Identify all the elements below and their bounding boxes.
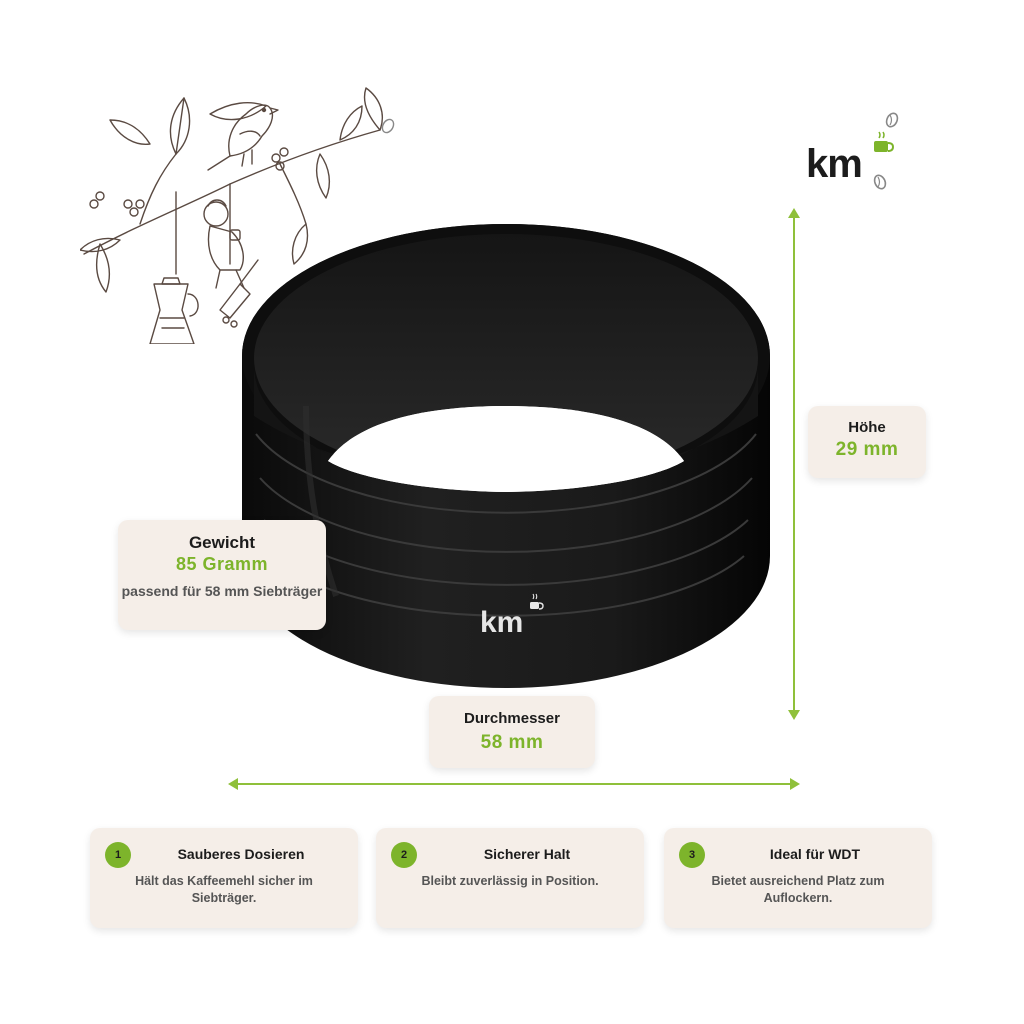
feature-number-badge: 1 [105, 842, 131, 868]
feature-description: Hält das Kaffeemehl sicher im Siebträger… [135, 874, 313, 905]
portafilter-fit-note: passend für 58 mm Siebträger [121, 583, 323, 599]
height-label: Höhe [848, 419, 886, 436]
brand-logo: km [806, 108, 906, 198]
feature-title: Ideal für WDT [769, 846, 861, 862]
coffee-branch-illustration [80, 87, 395, 344]
feature-card: 1 Sauberes Dosieren Hält das Kaffeemehl … [90, 828, 358, 928]
weight-value: 85 Gramm [175, 554, 269, 574]
feature-description: Bleibt zuverlässig in Position. [421, 874, 599, 888]
height-spec-card: Höhe 29 mm [808, 406, 926, 478]
feature-number-badge: 3 [679, 842, 705, 868]
diameter-value: 58 mm [480, 732, 544, 753]
dosing-ring-image: km [242, 224, 770, 688]
weight-spec-card: Gewicht 85 Gramm passend für 58 mm Siebt… [118, 520, 326, 630]
logo-text: km [806, 142, 863, 186]
feature-title: Sicherer Halt [483, 846, 571, 862]
coffee-cup-beans-icon [873, 112, 899, 190]
feature-card: 3 Ideal für WDT Bietet ausreichend Platz… [664, 828, 932, 928]
diameter-label: Durchmesser [464, 710, 560, 727]
feature-card: 2 Sicherer Halt Bleibt zuverlässig in Po… [376, 828, 644, 928]
diameter-dimension-arrow [228, 778, 800, 790]
ring-engraving: km [480, 606, 523, 639]
ring-cup-icon [530, 593, 544, 610]
feature-number-badge: 2 [391, 842, 417, 868]
height-value: 29 mm [835, 439, 899, 460]
feature-description: Bietet ausreichend Platz zum Auflockern. [711, 874, 885, 905]
weight-label: Gewicht [188, 533, 256, 552]
diameter-spec-card: Durchmesser 58 mm [429, 696, 595, 768]
height-dimension-arrow [788, 208, 800, 720]
feature-title: Sauberes Dosieren [177, 846, 305, 862]
